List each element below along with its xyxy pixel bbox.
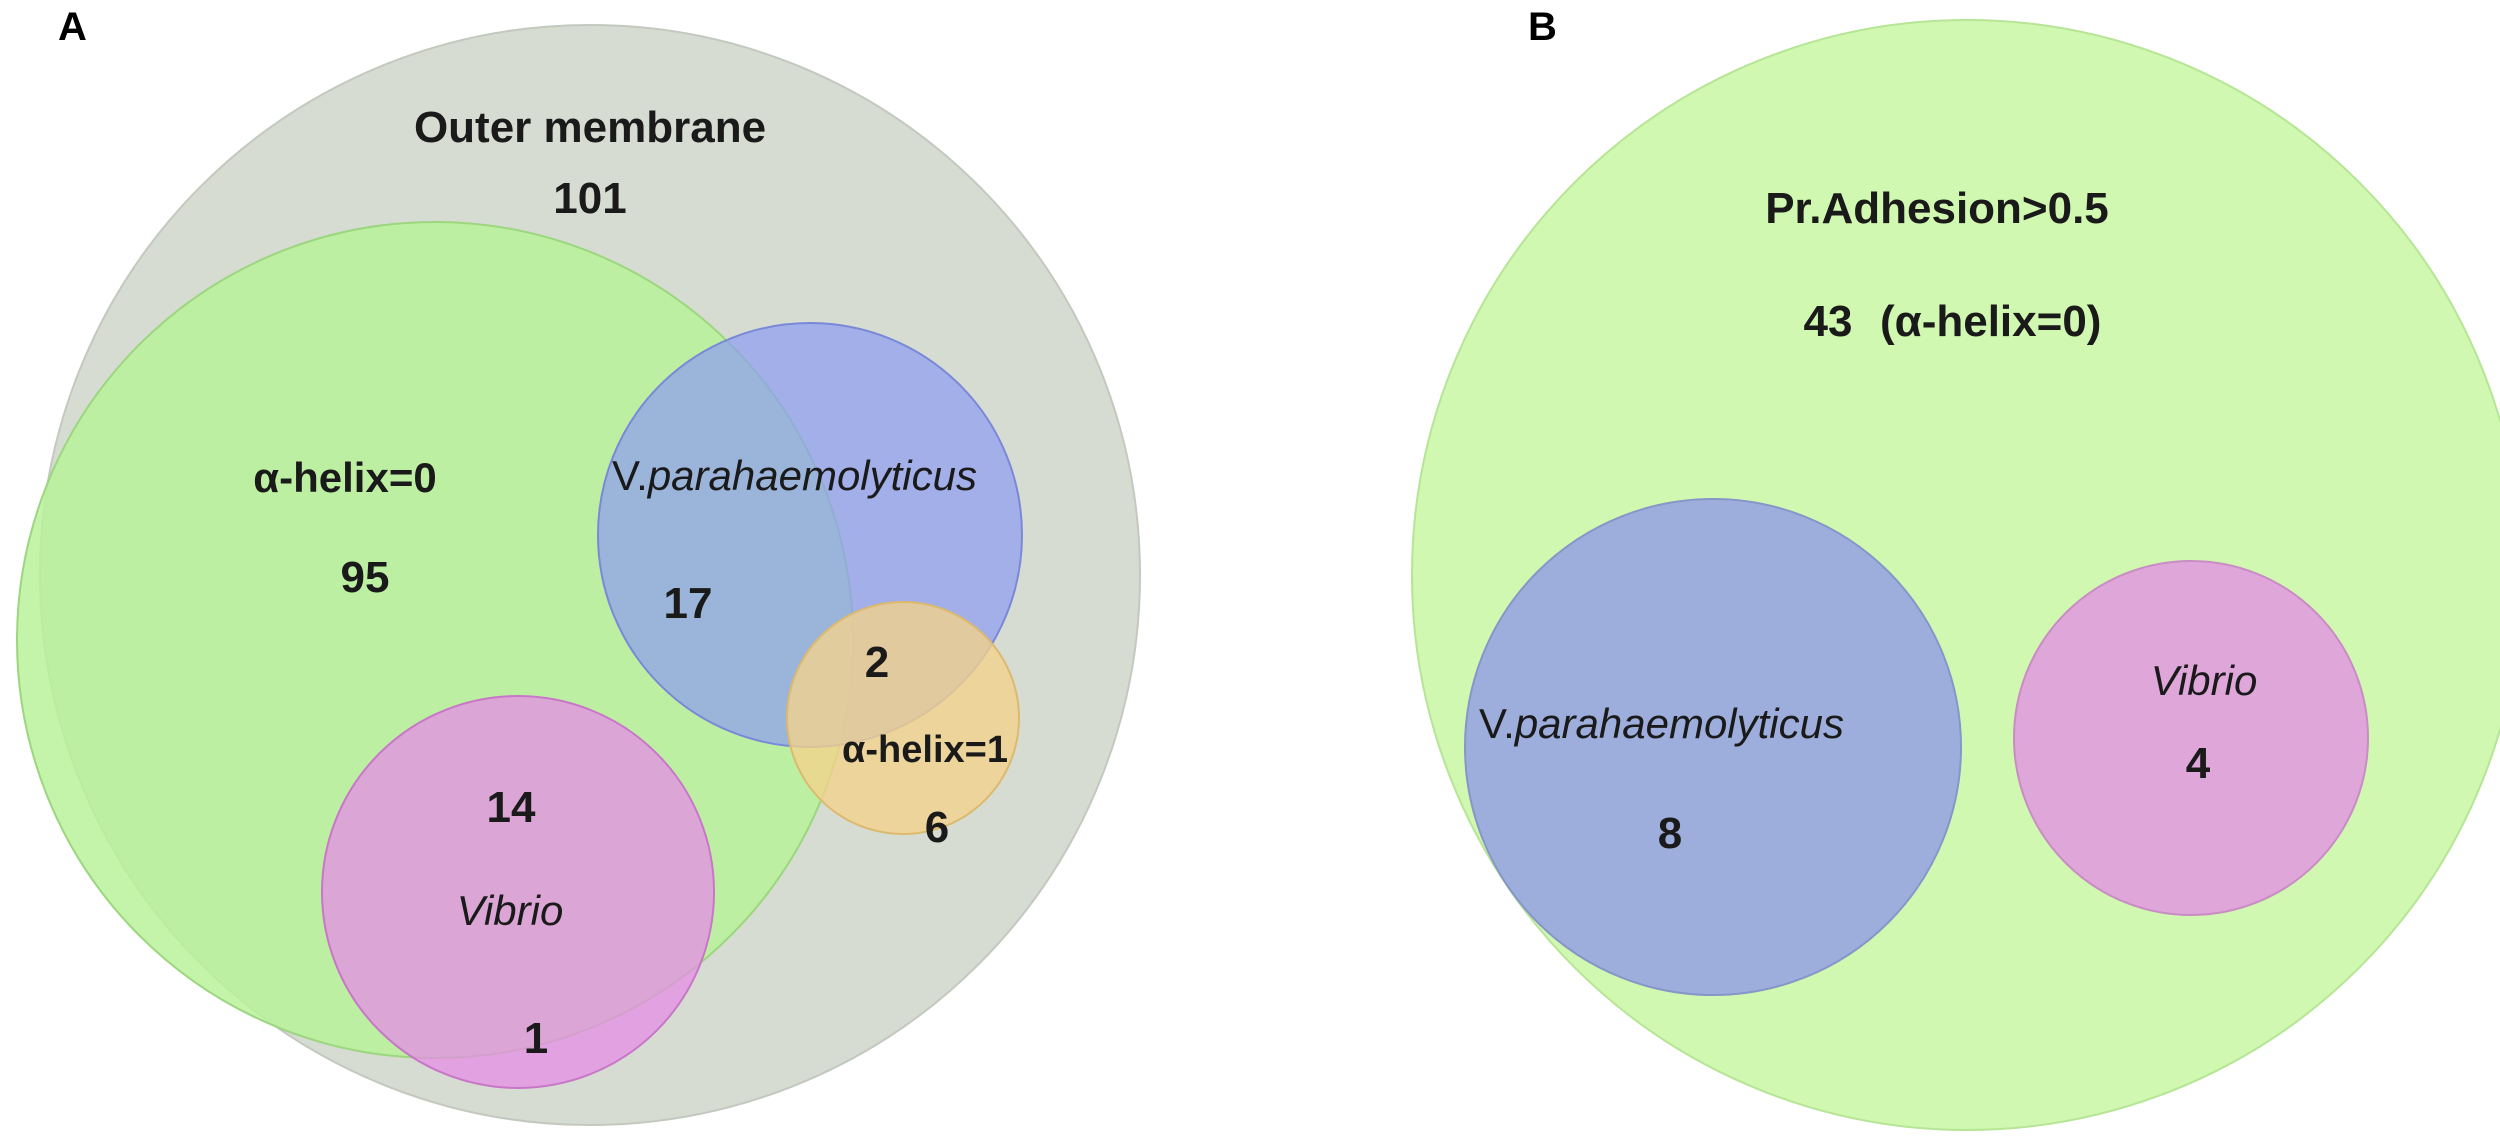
vp-helix1-overlap-count: 2 — [865, 638, 889, 687]
vp-b-species: parahaemolyticus — [1513, 700, 1844, 747]
vp-b-prefix: V. — [1479, 700, 1515, 747]
panel-a-letter: A — [58, 5, 87, 49]
helix0-count: 95 — [341, 553, 390, 602]
adhesion-count: 43 — [1804, 297, 1853, 346]
vibrio-count: 1 — [524, 1014, 548, 1063]
helix1-label: α-helix=1 — [842, 729, 1008, 771]
vp-count: 17 — [664, 579, 713, 628]
adhesion-label: Pr.Adhesion>0.5 — [1765, 184, 2109, 233]
vibrio-b-circle — [2013, 560, 2369, 916]
helix1-count: 6 — [925, 803, 949, 852]
panel-a: A Outer membrane 101 α-helix=0 95 V.para… — [16, 5, 1141, 1126]
helix1-circle — [786, 601, 1020, 835]
panel-b: B Pr.Adhesion>0.5 43 (α-helix=0) V.parah… — [1411, 5, 2500, 1131]
vp-species: parahaemolyticus — [646, 452, 977, 499]
vp-b-circle — [1464, 498, 1962, 996]
vp-b-label: V.parahaemolyticus — [1479, 700, 1844, 747]
vibrio-b-label: Vibrio — [2151, 657, 2258, 704]
vibrio-label: Vibrio — [457, 887, 564, 934]
outer-membrane-count: 101 — [553, 174, 626, 223]
vp-prefix: V. — [612, 452, 648, 499]
vibrio-circle — [321, 695, 715, 1089]
vp-label: V.parahaemolyticus — [612, 452, 977, 499]
vp-b-count: 8 — [1658, 809, 1682, 858]
vibrio-helix0-overlap-count: 14 — [487, 783, 536, 832]
vibrio-b-count: 4 — [2186, 739, 2211, 788]
adhesion-note: (α-helix=0) — [1880, 297, 2101, 346]
helix0-label: α-helix=0 — [253, 454, 436, 501]
panel-b-letter: B — [1528, 5, 1557, 49]
outer-membrane-label: Outer membrane — [414, 103, 766, 152]
